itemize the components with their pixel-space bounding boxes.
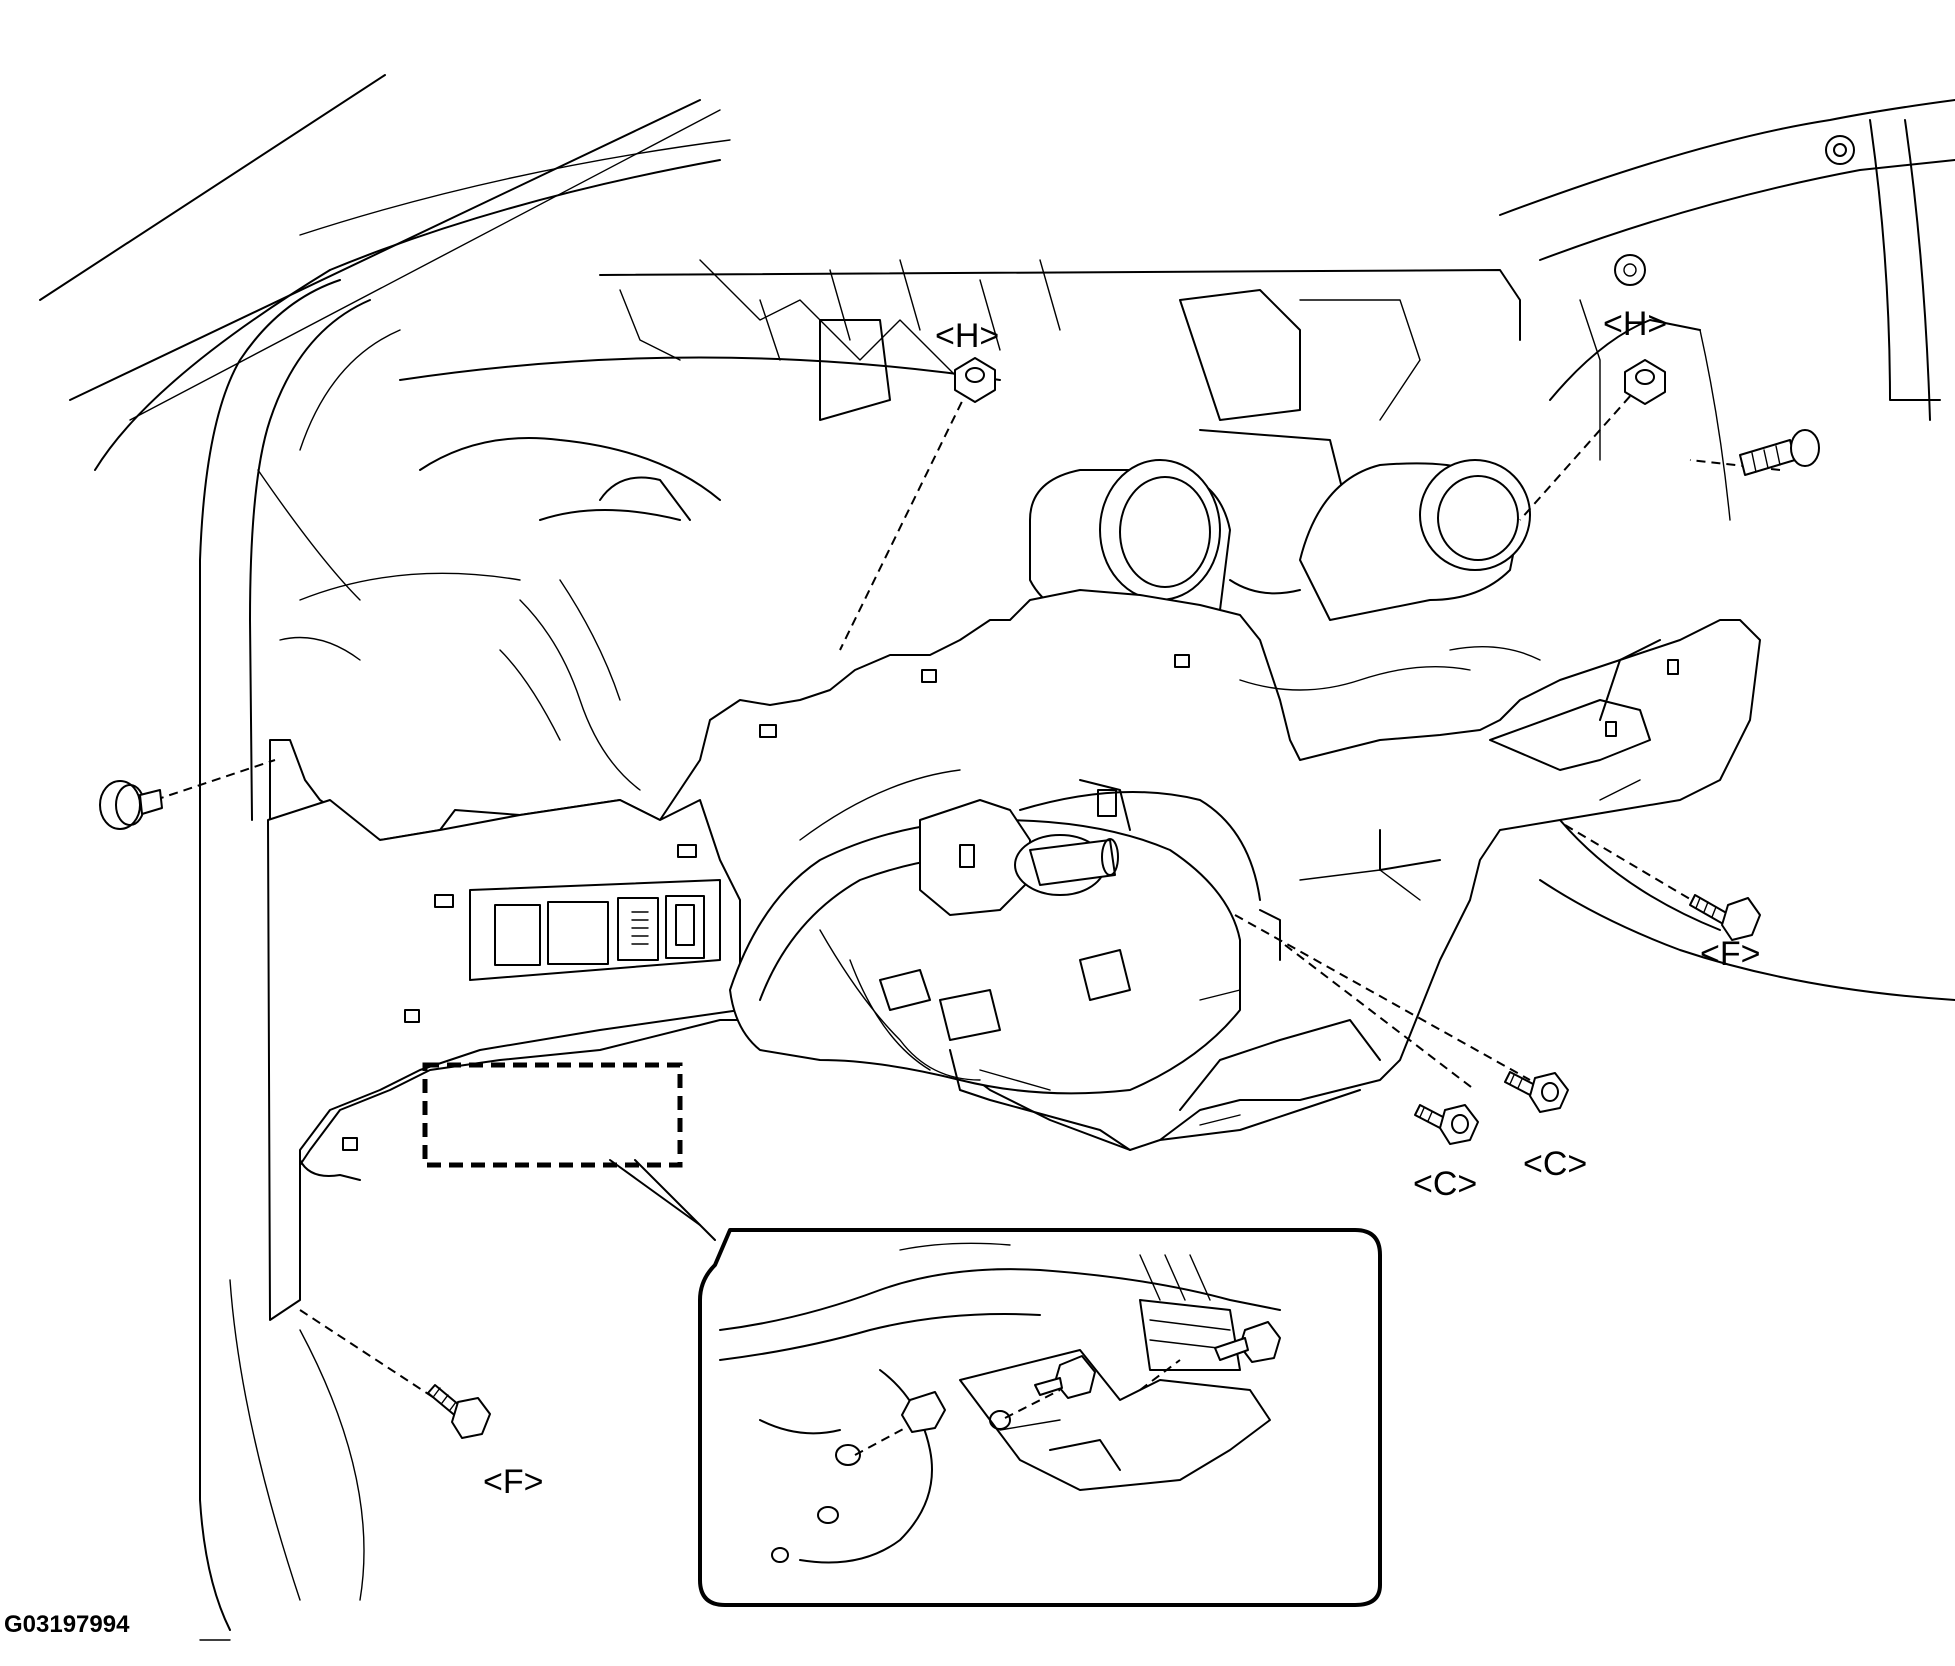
- detail-pointer-right: [634, 1159, 716, 1241]
- clip-left: [99, 780, 163, 830]
- callout-f-bottom: <F>: [483, 1463, 543, 1501]
- bolt-c-left: [1414, 1104, 1479, 1145]
- callout-c-right: <C>: [1523, 1145, 1587, 1183]
- wiring-harness: [499, 579, 1541, 1081]
- figure-id: G03197994: [4, 1611, 130, 1638]
- bolt-f-right: [1689, 894, 1761, 941]
- detail-pointer-left: [609, 1159, 701, 1226]
- callout-h-right: <H>: [1603, 305, 1667, 343]
- inset-detail-view: [698, 1228, 1382, 1607]
- callout-f-right: <F>: [1700, 935, 1760, 973]
- bolt-c-right: [1504, 1071, 1569, 1113]
- dash-background-components: [279, 259, 1521, 661]
- detail-area-marker: [422, 1062, 683, 1168]
- callout-h-center: <H>: [935, 317, 999, 355]
- steering-column-lock: [919, 779, 1131, 916]
- body-windshield-lines: [39, 74, 731, 1641]
- clip-right: [1739, 429, 1820, 476]
- bolt-f-bottom: [427, 1384, 491, 1439]
- instrument-panel-reinforcement: [267, 589, 1761, 1321]
- callout-c-left: <C>: [1413, 1165, 1477, 1203]
- body-right-pillar: [1499, 99, 1955, 1001]
- nut-h-right: [1624, 359, 1666, 405]
- nut-h-center: [954, 357, 996, 403]
